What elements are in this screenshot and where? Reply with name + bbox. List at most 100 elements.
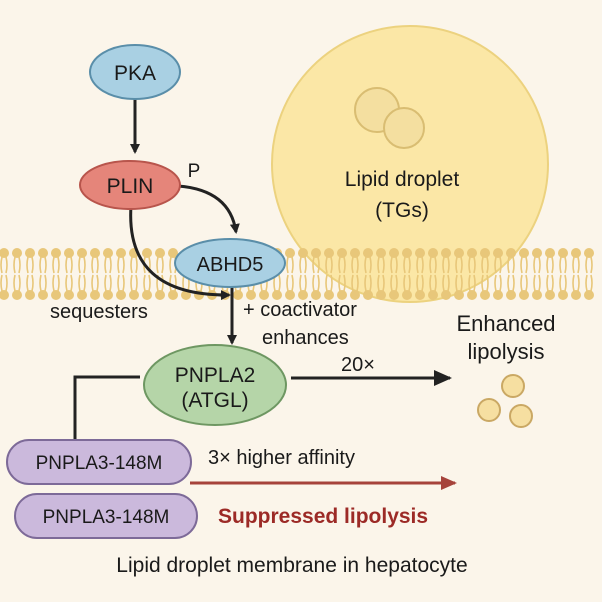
lipid-tail xyxy=(442,274,450,292)
lipid-head xyxy=(441,290,451,300)
lipid-head xyxy=(142,248,152,258)
lipid-droplet: Lipid droplet (TGs) xyxy=(271,25,549,303)
lipid-tail xyxy=(117,274,125,292)
lipid-head xyxy=(77,248,87,258)
lipid-tail xyxy=(0,274,8,292)
lipid-tail xyxy=(416,256,424,274)
enhances-label: enhances xyxy=(262,327,349,349)
lipid-tail xyxy=(91,256,99,274)
lipid-head xyxy=(454,248,464,258)
lipid-head xyxy=(545,248,555,258)
lipid-tail xyxy=(559,256,567,274)
lipid-tail xyxy=(325,256,333,274)
enhanced-lipolysis-label: Enhanced xyxy=(456,311,555,336)
lipid-tail xyxy=(494,274,502,292)
lipid-head xyxy=(129,290,139,300)
lipid-head xyxy=(38,248,48,258)
lipid-tail xyxy=(312,274,320,292)
lipid-tail xyxy=(468,274,476,292)
lipid-droplet-sublabel: (TGs) xyxy=(375,199,429,222)
lipid-head xyxy=(298,290,308,300)
lipid-head xyxy=(64,290,74,300)
plin-label: PLIN xyxy=(107,175,154,198)
lipid-tail xyxy=(13,256,21,274)
plin-ellipse xyxy=(79,160,181,210)
node-plin: PLIN P xyxy=(79,160,201,210)
lipid-tail xyxy=(585,274,593,292)
lipid-head xyxy=(376,248,386,258)
lipid-tail xyxy=(312,256,320,274)
lipid-head xyxy=(51,248,61,258)
lipid-head xyxy=(480,248,490,258)
suppressed-lipolysis-label: Suppressed lipolysis xyxy=(218,505,428,528)
affinity-label: 3× higher affinity xyxy=(208,447,355,469)
lipid-tail xyxy=(520,274,528,292)
lipid-tail xyxy=(403,274,411,292)
lipid-head xyxy=(103,248,113,258)
sequesters-label: sequesters xyxy=(50,301,148,323)
lipid-tail xyxy=(338,274,346,292)
lipid-head xyxy=(51,290,61,300)
lipid-tail xyxy=(468,256,476,274)
lipid-tail xyxy=(169,274,177,292)
lipid-head xyxy=(584,290,594,300)
lipid-head xyxy=(0,248,9,258)
lipid-head xyxy=(168,290,178,300)
figure-caption: Lipid droplet membrane in hepatocyte xyxy=(116,554,467,577)
lipid-tail xyxy=(26,256,34,274)
lipid-head xyxy=(337,290,347,300)
pnpla3-label-b: PNPLA3-148M xyxy=(43,507,170,528)
plin-to-abhd5-arrow xyxy=(177,184,240,234)
phosphorylation-label: P xyxy=(188,161,201,182)
coactivator-label: + coactivator xyxy=(243,299,357,321)
lipid-tail xyxy=(39,274,47,292)
lipid-tail xyxy=(585,256,593,274)
lipid-tail xyxy=(338,256,346,274)
lipid-tail xyxy=(104,274,112,292)
lipid-head xyxy=(324,290,334,300)
lipid-tail xyxy=(377,256,385,274)
lipid-tail xyxy=(390,256,398,274)
lipid-head xyxy=(12,248,22,258)
lipid-tail xyxy=(481,274,489,292)
lipid-head xyxy=(571,290,581,300)
lipid-tail xyxy=(572,274,580,292)
lipid-head xyxy=(142,290,152,300)
lipid-head xyxy=(428,290,438,300)
lipid-head xyxy=(415,248,425,258)
lipid-tail xyxy=(533,256,541,274)
lipid-head xyxy=(155,248,165,258)
lipid-head xyxy=(389,290,399,300)
lipid-tail xyxy=(52,274,60,292)
lipid-tail xyxy=(481,256,489,274)
lipid-head xyxy=(584,248,594,258)
lipid-head xyxy=(467,248,477,258)
lipid-head xyxy=(558,248,568,258)
lipid-head xyxy=(519,290,529,300)
lipid-head xyxy=(493,290,503,300)
lipid-tail xyxy=(546,256,554,274)
lipid-tail xyxy=(65,256,73,274)
lipid-head xyxy=(480,290,490,300)
lipid-tail xyxy=(143,274,151,292)
lipid-tail xyxy=(455,256,463,274)
lipid-droplet-label: Lipid droplet xyxy=(345,168,460,191)
pnpla3-pill-a xyxy=(6,439,192,485)
lipid-head xyxy=(532,290,542,300)
lipid-head xyxy=(90,248,100,258)
lipid-tail xyxy=(91,274,99,292)
lipid-tail xyxy=(52,256,60,274)
lipid-tail xyxy=(416,274,424,292)
node-abhd5: ABHD5 xyxy=(174,238,286,288)
lipid-tail xyxy=(130,256,138,274)
lipid-head xyxy=(116,248,126,258)
lipid-head xyxy=(558,290,568,300)
node-pnpla2: PNPLA2 (ATGL) xyxy=(143,344,287,426)
lipid-tail xyxy=(39,256,47,274)
atgl-label: (ATGL) xyxy=(181,389,248,412)
lipid-head xyxy=(233,290,243,300)
lipid-head xyxy=(12,290,22,300)
lipid-tail xyxy=(546,274,554,292)
lipid-head xyxy=(116,290,126,300)
